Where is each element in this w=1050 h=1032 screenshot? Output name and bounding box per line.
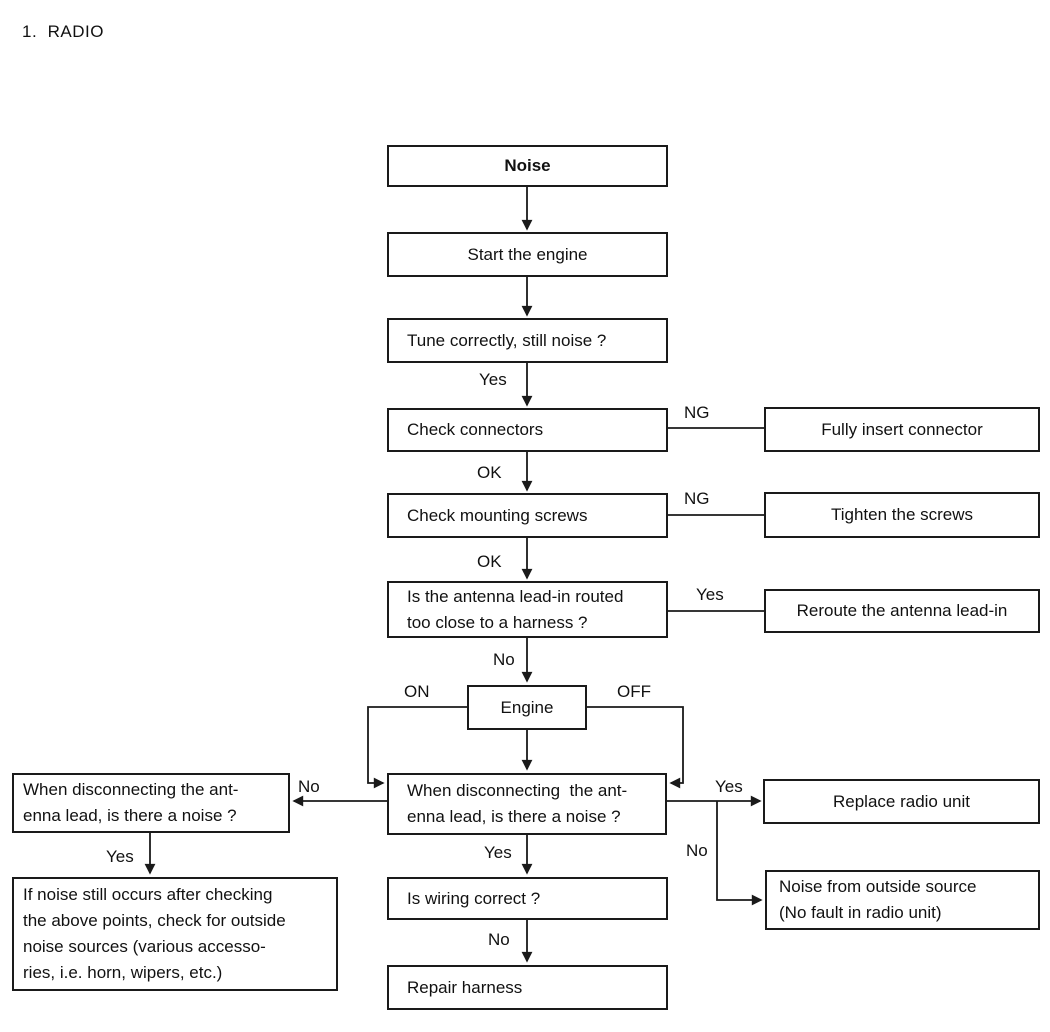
node-noise: Noise [387, 145, 668, 187]
node-outside-noise-check: If noise still occurs after checking the… [12, 877, 338, 991]
edge-label-center-no-left: No [298, 777, 320, 796]
node-engine-text: Engine [500, 697, 554, 717]
node-check-connectors-text: Check connectors [407, 420, 544, 439]
node-disconnect-left-line2: enna lead, is there a noise ? [23, 806, 237, 825]
node-disconnect-left-line1: When disconnecting the ant- [23, 780, 239, 799]
edge-label-left-yes-down: Yes [106, 847, 134, 866]
edge-label-tune-yes: Yes [479, 370, 507, 389]
node-reroute-antenna: Reroute the antenna lead-in [764, 589, 1040, 633]
node-check-mounting-screws-text: Check mounting screws [407, 505, 588, 525]
edge-label-connectors-ok: OK [477, 463, 502, 482]
node-disconnect-antenna-center: When disconnecting the ant- enna lead, i… [387, 773, 667, 835]
node-fully-insert-connector-text: Fully insert connector [821, 419, 983, 439]
edge-label-screws-ng: NG [684, 489, 710, 508]
node-is-wiring-correct-text: Is wiring correct ? [407, 888, 541, 908]
edge-label-antenna-no: No [493, 650, 515, 669]
edge-label-engine-on: ON [404, 682, 430, 701]
node-replace-radio-unit-text: Replace radio unit [832, 791, 971, 811]
node-noise-text: Noise [504, 156, 551, 175]
node-reroute-antenna-text: Reroute the antenna lead-in [796, 601, 1008, 620]
node-outside-check-line2: the above points, check for outside [23, 911, 286, 930]
connector-engine-on [367, 706, 467, 789]
edge-label-screws-ok: OK [477, 552, 502, 571]
node-engine: Engine [467, 685, 587, 730]
node-repair-harness: Repair harness [387, 965, 668, 1010]
node-outside-check-line1: If noise still occurs after checking [23, 885, 273, 904]
node-start-engine-text: Start the engine [467, 244, 588, 264]
node-repair-harness-text: Repair harness [407, 977, 523, 997]
node-disconnect-center-line1: When disconnecting the ant- [407, 781, 628, 800]
edge-label-center-yes-down: Yes [484, 843, 512, 862]
node-check-mounting-screws: Check mounting screws [387, 493, 668, 538]
edge-label-connectors-ng: NG [684, 403, 710, 422]
node-tune-correctly-text: Tune correctly, still noise ? [407, 330, 607, 350]
connector-right-no-branch [716, 801, 763, 906]
node-tighten-screws: Tighten the screws [764, 492, 1040, 538]
edge-label-engine-off: OFF [617, 682, 651, 701]
node-tune-correctly: Tune correctly, still noise ? [387, 318, 668, 363]
node-noise-outside-source: Noise from outside source (No fault in r… [765, 870, 1040, 930]
edge-label-right-no-down: No [686, 841, 708, 860]
node-check-connectors: Check connectors [387, 408, 668, 452]
node-outside-check-line4: ries, i.e. horn, wipers, etc.) [23, 963, 223, 982]
page-title: 1. RADIO [22, 22, 104, 41]
node-outside-source-line2: (No fault in radio unit) [779, 903, 942, 922]
node-fully-insert-connector: Fully insert connector [764, 407, 1040, 452]
edge-label-antenna-yes: Yes [696, 585, 724, 604]
node-replace-radio-unit: Replace radio unit [763, 779, 1040, 824]
node-is-wiring-correct: Is wiring correct ? [387, 877, 668, 920]
node-disconnect-center-line2: enna lead, is there a noise ? [407, 807, 621, 826]
node-antenna-lead-in-routed: Is the antenna lead-in routed too close … [387, 581, 668, 638]
node-disconnect-antenna-left: When disconnecting the ant- enna lead, i… [12, 773, 290, 833]
edge-label-center-yes-right: Yes [715, 777, 743, 796]
node-tighten-screws-text: Tighten the screws [830, 505, 974, 524]
node-start-engine: Start the engine [387, 232, 668, 277]
node-outside-check-line3: noise sources (various accesso- [23, 937, 266, 956]
node-outside-source-line1: Noise from outside source [779, 877, 977, 896]
node-antenna-routed-line2: too close to a harness ? [407, 612, 588, 632]
edge-label-wiring-no: No [488, 930, 510, 949]
node-antenna-routed-line1: Is the antenna lead-in routed [407, 586, 624, 606]
connector-engine-off [587, 706, 684, 789]
